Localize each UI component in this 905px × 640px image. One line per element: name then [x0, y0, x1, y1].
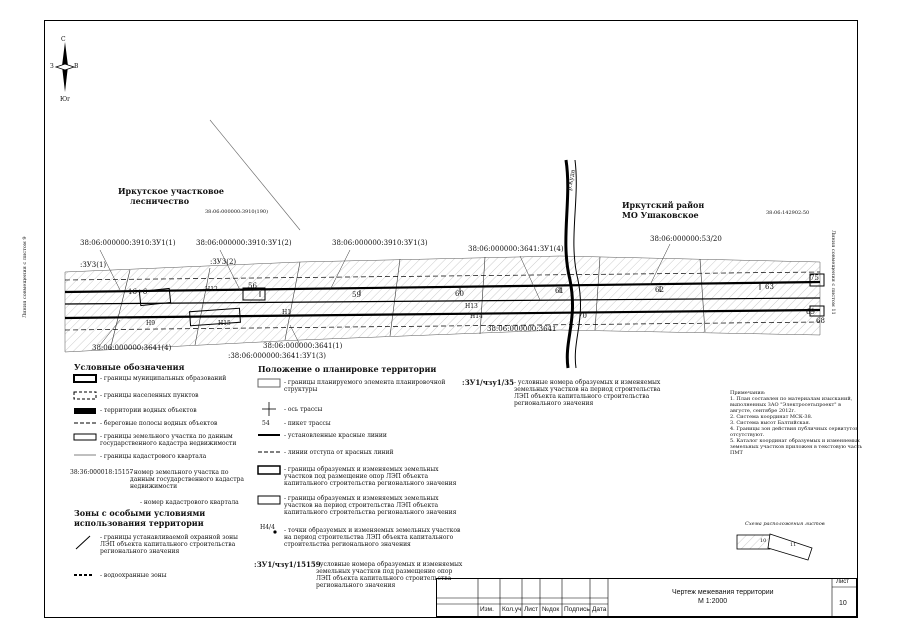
region-left-code: 38:06:000000:3910(190)	[205, 209, 269, 215]
planning-picket-num: 54	[262, 420, 270, 427]
picket-label: 75	[810, 274, 819, 282]
picket-label: 68	[816, 317, 825, 325]
compass-south: Юг	[60, 96, 71, 103]
planning-item: - ось трассы	[284, 406, 323, 413]
picket-label: 63	[765, 283, 774, 291]
legend-cadastre-text: - номер земельного участка по данным гос…	[130, 469, 244, 490]
planning-example-2: :ЗУ1/чзу1/35	[462, 378, 514, 387]
title-block: Изм. Кол.уч Лист №док Подпись Дата Черте…	[436, 578, 857, 617]
planning-item: - установленные красные линии	[284, 432, 387, 439]
stamp-sheet-number: 10	[839, 600, 847, 607]
planning-item: - границы образуемых и изменяемых земель…	[284, 466, 457, 487]
planning-example-2-text: - условные номера образуемых и изменяемы…	[514, 379, 661, 407]
compass-rose-icon	[54, 42, 76, 92]
picket-label: 61	[555, 287, 564, 295]
stamp-sheet-label: Лист	[836, 579, 850, 585]
stamp-scale: М 1:2000	[698, 598, 728, 605]
planning-item: - пикет трассы	[284, 420, 331, 427]
picket-label: H15	[218, 320, 231, 327]
region-right-code: 38:06:142902:50	[766, 210, 810, 216]
zones-item: - границы устанавливаемой охранной зоны …	[100, 534, 238, 555]
parcel-label: :ЗУ3(2)	[210, 258, 237, 266]
parcel-label: 38:06:000000:53/20	[650, 235, 722, 243]
stamp-header: Подпись	[564, 606, 590, 613]
legend-item: - территории водных объектов	[100, 407, 197, 414]
planning-point-label: H4/4	[260, 524, 275, 531]
stamp-header: Изм.	[480, 606, 494, 613]
compass: С З В Юг	[50, 36, 79, 108]
planning-example-1: :ЗУ1/чзу1/15159	[254, 560, 321, 569]
picket-label: H12	[205, 286, 218, 293]
picket-label: H1	[282, 309, 292, 316]
legend-item: - границы населенных пунктов	[100, 392, 199, 399]
parcel-label: 38:06:000000:3910:ЗУ1(2)	[196, 239, 292, 247]
parcel-label: 38:06:000000:3641	[487, 325, 557, 333]
stamp-header: Лист	[524, 606, 539, 613]
parcel-label: 38:06:000000:3641:ЗУ1(4)	[468, 245, 564, 253]
legend-quarter-text: - номер кадастрового квартала	[140, 499, 239, 506]
picket-label: 56	[248, 282, 257, 290]
parcel-label: 38:06:000000:3641(4)	[92, 344, 172, 352]
parcel-label: 38:06:000000:3641(1)	[263, 342, 343, 350]
legend-item: - границы кадастрового квартала	[100, 453, 207, 460]
legend-cadastre-example: 38:36:000018:15157	[70, 469, 134, 476]
planning-item: - линии отступа от красных линий	[284, 449, 394, 456]
scheme-title: Схема расположения листов	[745, 521, 825, 527]
planning-item: - границы образуемых и изменяемых земель…	[284, 495, 457, 516]
drawing-frame	[44, 20, 858, 618]
picket-label: H9	[146, 320, 156, 327]
legend-item: - границы муниципальных образований	[100, 375, 227, 382]
picket-label: 60	[455, 290, 464, 298]
planning-item: - условные номера образуемых и изменяемы…	[316, 561, 463, 589]
parcel-label: 38:06:000000:3910:ЗУ1(3)	[332, 239, 428, 247]
picket-label: 70	[578, 312, 587, 320]
zones-title: Зоны с особыми условиями использования т…	[74, 508, 206, 528]
stamp-title: Чертеж межевания территории	[672, 589, 774, 596]
compass-east: В	[74, 63, 79, 70]
parcel-label: :ЗУ3(1)	[80, 261, 107, 269]
picket-label: H14	[470, 313, 483, 320]
legend-item: - границы земельного участка по данным г…	[100, 433, 237, 447]
side-label-left: Линия совмещения с листом 9	[22, 236, 28, 318]
planning-title: Положение о планировке территории	[258, 364, 437, 374]
picket-label: H13	[465, 303, 478, 310]
notes: Примечания: 1. План составлен по материа…	[730, 390, 863, 456]
picket-label: 69	[806, 308, 815, 316]
legend-title: Условные обозначения	[74, 362, 185, 372]
side-label-right: Линия совмещения с листом 11	[830, 230, 836, 315]
planning-item: - точки образуемых и изменяемых земельны…	[284, 527, 461, 548]
parcel-label: 38:06:000000:3910:ЗУ1(1)	[80, 239, 176, 247]
sheet-scheme-graphic	[736, 533, 813, 561]
picket-label: 59	[352, 291, 361, 299]
stamp-header: Дата	[592, 606, 607, 613]
picket-label: 16+6	[128, 288, 148, 296]
compass-west: З	[50, 63, 54, 70]
scheme-right: 11	[790, 542, 797, 548]
parcel-label: :38:06:000000:3641:ЗУ1(3)	[228, 352, 326, 360]
zones-item: - водоохранные зоны	[100, 572, 167, 579]
planning-item: - границы планируемого элемента планиров…	[284, 379, 446, 393]
stamp-header: Кол.уч	[502, 606, 522, 613]
compass-north: С	[61, 36, 66, 43]
stamp-header: №док	[542, 606, 560, 613]
picket-label: 62	[655, 286, 664, 294]
legend-item: - береговые полосы водных объектов	[100, 420, 218, 427]
scheme-left: 10	[760, 538, 767, 544]
